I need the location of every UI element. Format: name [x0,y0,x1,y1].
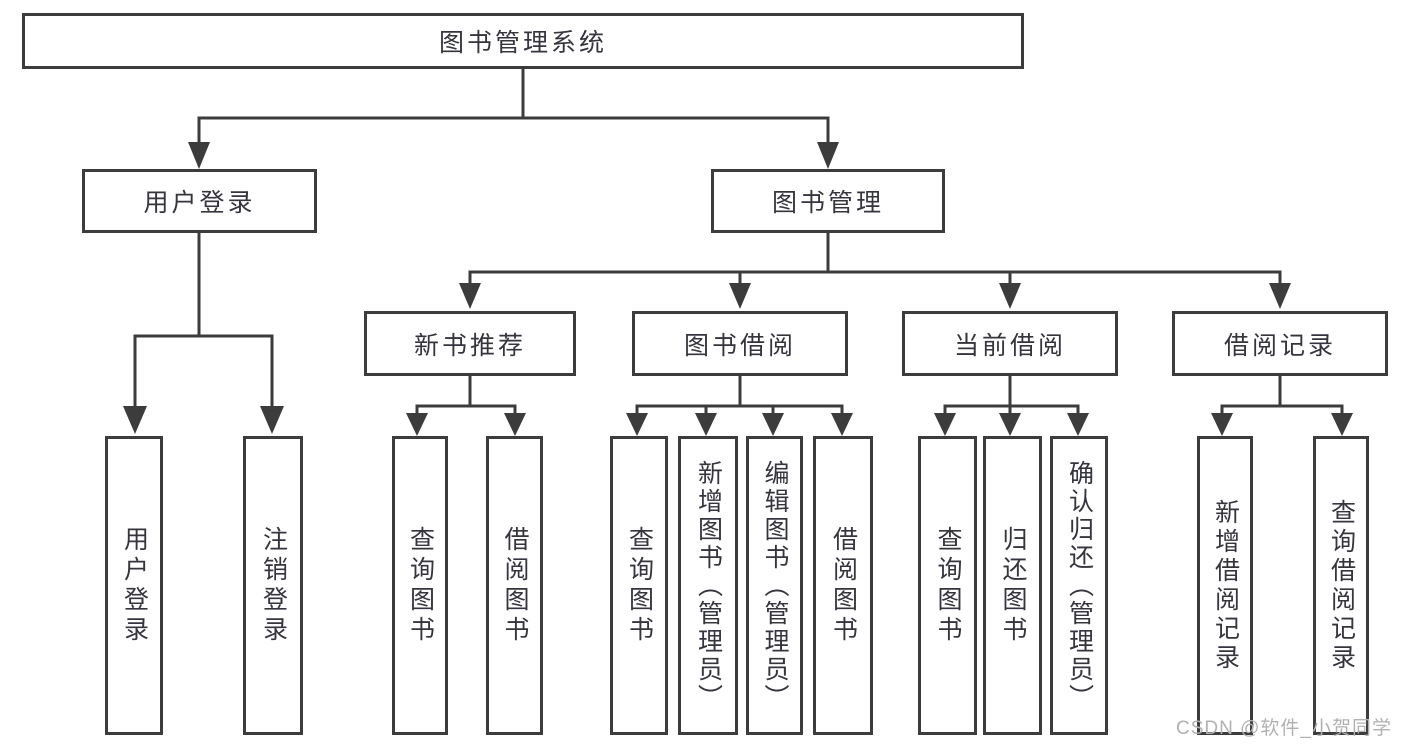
leaf-search-books-recommend: 查询图书 [392,436,448,735]
leaf-confirm-return-admin: 确认归还（管理员） [1050,436,1108,735]
leaf-search-books-current: 查询图书 [918,436,977,735]
leaf-add-borrowing-record: 新增借阅记录 [1197,436,1253,735]
node-book-borrowing: 图书借阅 [632,311,848,376]
leaf-borrow-books-recommend: 借阅图书 [486,436,543,735]
edge-lines [133,64,1344,417]
leaf-user-login: 用户登录 [105,436,163,735]
csdn-watermark: CSDN @软件_小贺同学 [1176,718,1392,739]
node-new-book-recommendation: 新书推荐 [364,311,576,376]
node-borrowing-records: 借阅记录 [1172,311,1388,376]
leaf-return-books: 归还图书 [983,436,1042,735]
node-user-login: 用户登录 [82,169,317,233]
leaf-search-borrowing-record: 查询借阅记录 [1313,436,1369,735]
arrowhead-icons [123,142,1353,436]
node-current-borrowing: 当前借阅 [902,311,1118,376]
leaf-borrow-books-borrowing: 借阅图书 [813,436,873,735]
leaf-add-books-admin: 新增图书（管理员） [678,436,738,735]
leaf-edit-books-admin: 编辑图书（管理员） [746,436,803,735]
leaf-search-books-borrowing: 查询图书 [610,436,668,735]
leaf-logout: 注销登录 [243,436,303,735]
node-library-system: 图书管理系统 [22,13,1024,69]
node-book-management: 图书管理 [711,169,945,233]
